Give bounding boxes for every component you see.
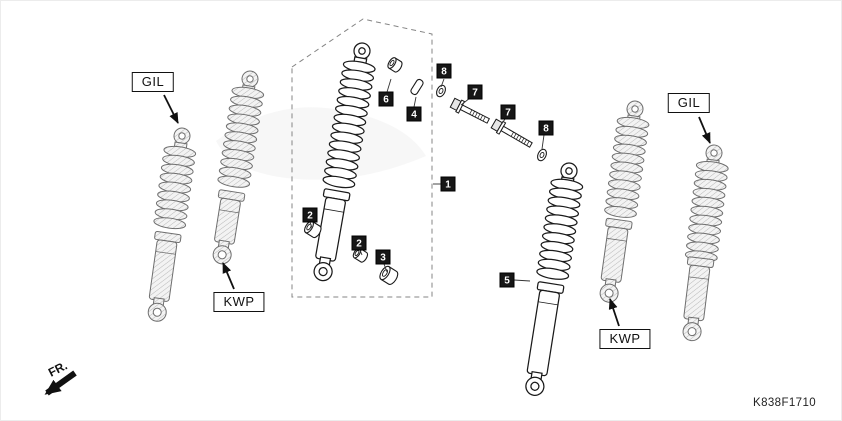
coil-spring — [536, 267, 570, 280]
damper-body — [148, 239, 178, 302]
collar-3 — [379, 265, 399, 285]
leader-lines — [309, 78, 545, 282]
damper-body — [214, 197, 241, 245]
diagram-code: K838F1710 — [753, 397, 817, 409]
coil-spring — [217, 175, 251, 188]
shock-main — [313, 42, 376, 282]
shock-main-2 — [525, 162, 584, 396]
bolt-7b — [490, 118, 533, 148]
bushing-6 — [387, 57, 403, 73]
bolt-7a — [449, 97, 490, 124]
watermark — [216, 107, 426, 180]
shock-gil-right — [682, 144, 729, 342]
fr-arrow — [44, 370, 77, 396]
bushing-2b — [352, 247, 369, 263]
group-outline-dashed — [291, 18, 433, 298]
coil-spring — [604, 206, 637, 218]
label-arrows — [163, 94, 711, 327]
damper-body — [683, 264, 711, 322]
bushing-2a — [304, 220, 322, 239]
shock-kwp-left — [212, 70, 265, 265]
shock-gil-left — [147, 127, 197, 322]
drawn-parts — [147, 42, 729, 396]
coil-spring — [322, 175, 356, 189]
shock-kwp-right — [599, 100, 650, 303]
washer-8b — [537, 148, 547, 162]
pin-4 — [410, 78, 424, 96]
damper-body — [600, 226, 629, 283]
washer-8a — [436, 84, 446, 98]
coil-spring — [153, 217, 187, 230]
